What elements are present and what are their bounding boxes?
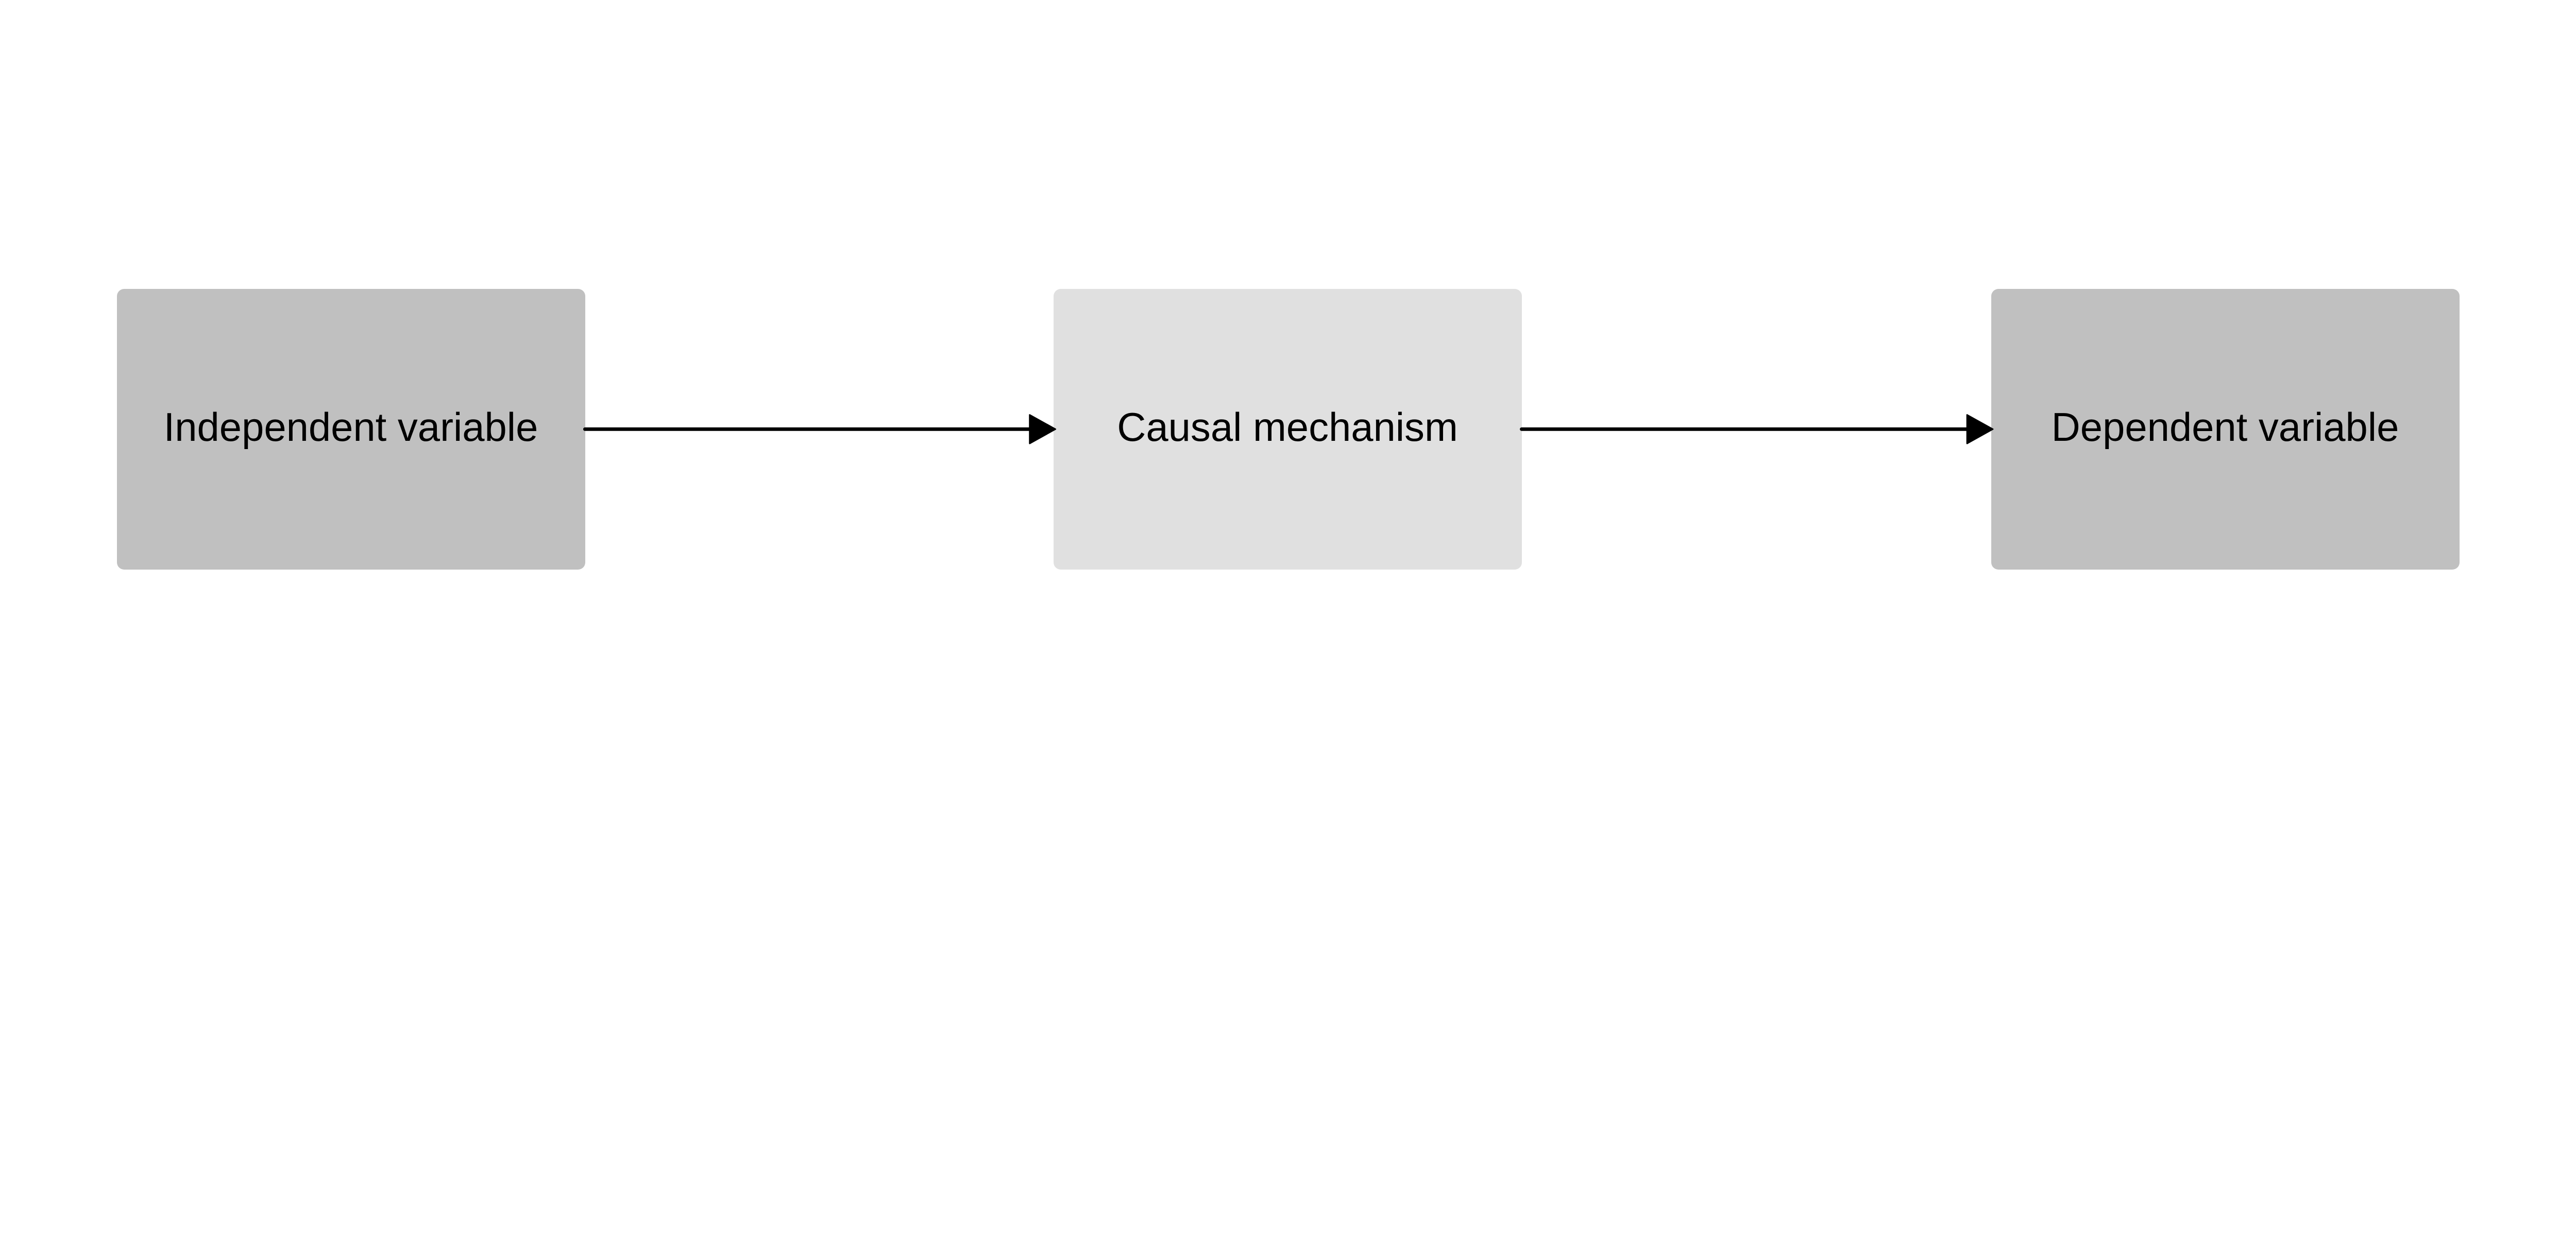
edges-layer: [583, 414, 1994, 444]
node-dependent-variable: Dependent variable: [1991, 289, 2460, 570]
arrow-independent-to-mechanism: [583, 414, 1056, 444]
node-independent-variable: Independent variable: [116, 289, 585, 570]
diagram-canvas: Independent variable Causal mechanism De…: [116, 289, 2460, 570]
arrow-mechanism-to-dependent: [1520, 414, 1994, 444]
node-causal-mechanism: Causal mechanism: [1053, 289, 1522, 570]
node-label: Causal mechanism: [1117, 405, 1458, 450]
node-label: Independent variable: [163, 405, 538, 450]
node-label: Dependent variable: [2051, 405, 2399, 450]
